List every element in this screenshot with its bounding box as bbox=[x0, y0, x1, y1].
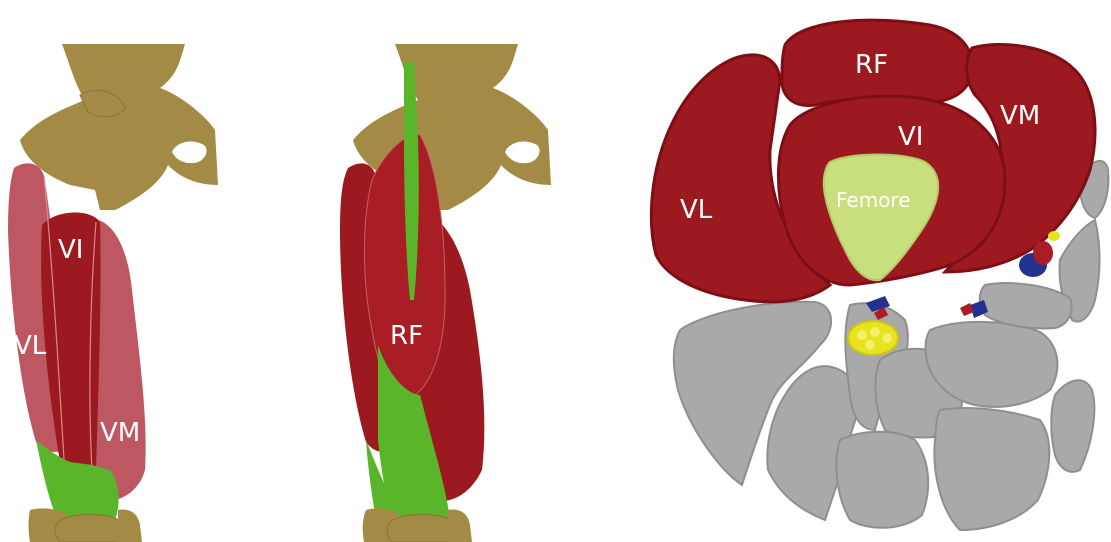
left-label-vm: VM bbox=[100, 418, 140, 448]
femoral-artery bbox=[1033, 241, 1053, 265]
cross-section-diagram: RF VM VI VL Femore bbox=[651, 20, 1108, 530]
cross-label-vl: VL bbox=[680, 195, 713, 225]
left-tibia-head bbox=[118, 510, 142, 542]
cross-label-vm: VM bbox=[1000, 101, 1040, 131]
left-pelvis bbox=[20, 44, 218, 210]
cross-label-rf: RF bbox=[855, 50, 888, 80]
cross-label-femur: Femore bbox=[836, 188, 911, 212]
cross-label-vi: VI bbox=[898, 122, 923, 152]
nerve-fascicle-1 bbox=[857, 330, 867, 340]
gray-muscle-7 bbox=[934, 408, 1049, 530]
left-patella bbox=[55, 515, 125, 542]
femoral-nerve bbox=[1048, 231, 1060, 241]
nerve-fascicle-2 bbox=[870, 327, 880, 337]
gray-muscle-8 bbox=[1051, 380, 1094, 472]
left-thigh-diagram: VI VL VM bbox=[8, 44, 218, 542]
gray-muscle-5 bbox=[836, 432, 928, 528]
middle-tibia-head bbox=[448, 510, 472, 542]
left-label-vl: VL bbox=[14, 331, 47, 361]
middle-thigh-diagram: RF bbox=[340, 44, 551, 542]
middle-patella bbox=[387, 515, 457, 542]
nerve-fascicle-3 bbox=[882, 333, 892, 343]
left-label-vi: VI bbox=[58, 235, 83, 265]
middle-label-rf: RF bbox=[390, 321, 423, 351]
nerve-fascicle-4 bbox=[865, 340, 875, 350]
